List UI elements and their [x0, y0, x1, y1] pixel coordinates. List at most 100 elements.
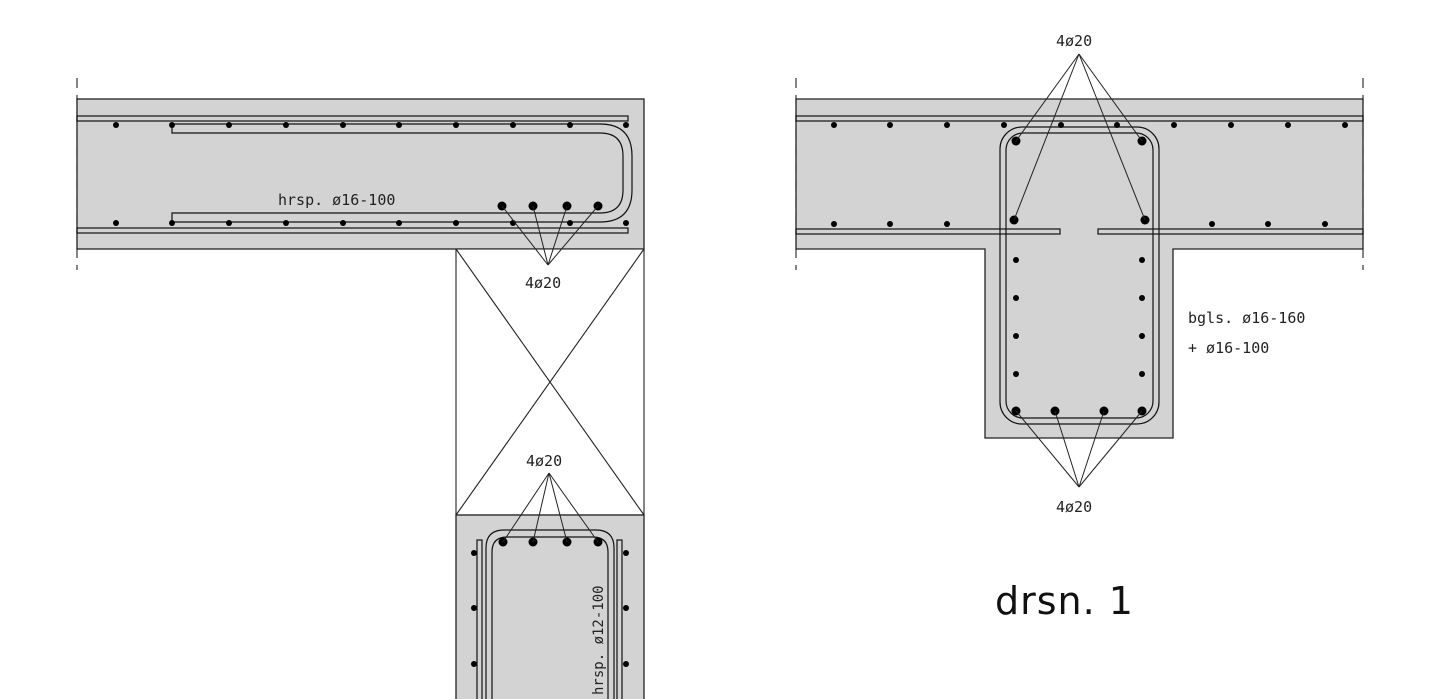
rebar-dot — [471, 661, 477, 667]
stirrup-label-1: bgls. ø16-160 — [1188, 309, 1305, 327]
rebar-dot — [453, 220, 459, 226]
rebar-dot — [396, 122, 402, 128]
beam-main-bars — [497, 201, 603, 266]
rebar-dot — [1228, 122, 1234, 128]
leader-line — [1015, 410, 1080, 488]
slab-bar-label: hrsp. ø16-100 — [278, 191, 395, 209]
rebar-dot — [113, 122, 119, 128]
leader-line — [502, 472, 550, 543]
rebar-dot — [169, 220, 175, 226]
web-stirrup-inner — [1005, 132, 1154, 419]
column-stirrup-inner — [491, 536, 609, 699]
rebar-dot — [283, 122, 289, 128]
web-stirrup-outer — [999, 126, 1160, 425]
bottom-bar-label: 4ø20 — [1056, 498, 1092, 516]
rebar-dot — [1139, 257, 1145, 263]
leader-line — [1078, 53, 1146, 221]
rebar-dot — [340, 220, 346, 226]
flange-bottom-bar-left — [795, 228, 1061, 235]
rebar-dot — [623, 605, 629, 611]
rebar-dot — [1139, 295, 1145, 301]
rebar-dot — [471, 605, 477, 611]
rebar-dot — [623, 550, 629, 556]
rebar-dot — [623, 122, 629, 128]
leader-line — [1078, 410, 1105, 488]
column-top-bar-label: 4ø20 — [526, 452, 562, 470]
rebar-dot — [453, 122, 459, 128]
leader-line — [1078, 410, 1143, 488]
flange-top-dots — [831, 122, 1348, 128]
rebar-dot — [169, 122, 175, 128]
rebar-dot — [1342, 122, 1348, 128]
rebar-dot — [1001, 122, 1007, 128]
rebar-dot — [567, 122, 573, 128]
rebar-dot — [1265, 221, 1271, 227]
top-bar-label: 4ø20 — [1056, 32, 1092, 50]
web-top-bars — [1009, 53, 1150, 225]
rebar-dot — [1013, 257, 1019, 263]
slab-bottom-dots — [113, 220, 629, 226]
rebar-dot — [396, 220, 402, 226]
leader-line — [532, 472, 550, 543]
web-bottom-bars — [1011, 406, 1147, 488]
rebar-dot — [226, 122, 232, 128]
slab-top-dots — [113, 122, 629, 128]
rebar-dot — [1209, 221, 1215, 227]
rebar-dot — [1013, 295, 1019, 301]
column-bar-right — [616, 539, 623, 699]
slab-top-bar — [76, 115, 629, 122]
leader-line — [547, 205, 568, 266]
flange-bottom-bar-right — [1097, 228, 1364, 235]
column-reinforcement — [471, 472, 629, 699]
rebar-dot — [944, 221, 950, 227]
rebar-dot — [1322, 221, 1328, 227]
slab-u-bar — [171, 123, 633, 223]
rebar-dot — [1285, 122, 1291, 128]
rebar-dot — [831, 221, 837, 227]
column-stirrup-outer — [485, 529, 615, 699]
rebar-dot — [944, 122, 950, 128]
rebar-dot — [113, 220, 119, 226]
column-bar-left — [476, 539, 483, 699]
rebar-dot — [1139, 333, 1145, 339]
leader-line — [1013, 53, 1080, 221]
rebar-dot — [340, 122, 346, 128]
leader-line — [1054, 410, 1080, 488]
rebar-dot — [887, 221, 893, 227]
leader-line — [547, 205, 599, 266]
rebar-dot — [283, 220, 289, 226]
rebar-dot — [510, 122, 516, 128]
leader-line — [501, 205, 549, 266]
flange-top-bar — [795, 115, 1364, 122]
section-title: drsn. 1 — [995, 579, 1134, 623]
rebar-dot — [1139, 371, 1145, 377]
rebar-dot — [623, 661, 629, 667]
flange-bottom-dots — [831, 221, 1328, 227]
beam-bar-label: 4ø20 — [525, 274, 561, 292]
right-detail: 4ø20 bgls. ø16-160 + ø16-100 4ø20 drsn. … — [795, 32, 1364, 623]
rebar-dot — [1013, 371, 1019, 377]
t-section-concrete — [795, 98, 1364, 439]
rebar-dot — [623, 220, 629, 226]
column-concrete — [455, 514, 645, 699]
rebar-dot — [1013, 333, 1019, 339]
rebar-dot — [226, 220, 232, 226]
rebar-dot — [1171, 122, 1177, 128]
leader-line — [532, 205, 549, 266]
leader-line — [1015, 53, 1080, 142]
rebar-dot — [471, 550, 477, 556]
web-side-dots — [1013, 257, 1145, 377]
opening-cross-b — [455, 248, 645, 516]
rebar-dot — [887, 122, 893, 128]
rebar-dot — [567, 220, 573, 226]
rebar-dot — [1114, 122, 1120, 128]
slab-bottom-bar — [76, 227, 629, 234]
left-detail: hrsp. ø16-100 4ø20 4ø20 hrsp. ø12-100 — [76, 78, 645, 699]
stirrup-label-2: + ø16-100 — [1188, 339, 1269, 357]
column-bar-label: hrsp. ø12-100 — [591, 585, 607, 695]
leader-line — [1078, 53, 1143, 142]
leader-line — [548, 472, 599, 543]
leader-line — [548, 472, 568, 543]
rebar-dot — [1058, 122, 1064, 128]
